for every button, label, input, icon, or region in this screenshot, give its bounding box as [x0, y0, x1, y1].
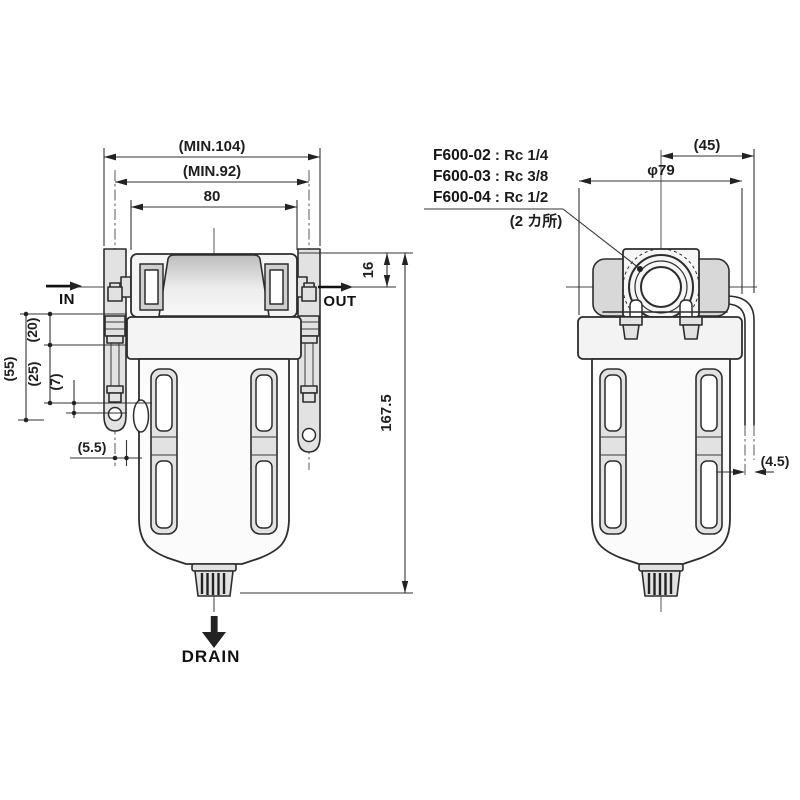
side-bolts [619, 316, 703, 340]
port-note-leader-line [424, 208, 643, 272]
dim-16-label: 16 [360, 262, 377, 279]
dim-dia79-label: φ79 [647, 162, 674, 179]
drain-label: DRAIN [182, 647, 241, 666]
dim-4-5-label: (4.5) [761, 453, 790, 469]
side-sight-slots [599, 368, 723, 535]
port-thread-circle [622, 248, 700, 326]
port-note: F600-02 : Rc 1/4 F600-03 : Rc 3/8 F600-0… [424, 147, 643, 272]
dim-45-label: (45) [694, 137, 721, 154]
out-label: OUT [323, 293, 356, 310]
front-view: DRAIN IN OUT (MIN.104) (MIN.92) [1, 138, 413, 666]
port-note-suffix: (2 カ所) [510, 213, 563, 230]
side-collar [577, 316, 743, 360]
dim-min92-label: (MIN.92) [183, 163, 241, 180]
port-note-line-3: F600-04 : Rc 1/2 [433, 189, 548, 206]
front-drain-knob [191, 563, 237, 597]
dim-5-5-label: (5.5) [78, 439, 107, 455]
front-left-fasteners [104, 282, 126, 403]
port-bore-circle [640, 266, 682, 308]
dim-25-label: (25) [25, 362, 41, 387]
side-bowl [591, 358, 731, 565]
side-dimensions: (45) φ79 (4.5) [578, 137, 790, 476]
dim-80-label: 80 [204, 188, 221, 205]
drain-direction-arrow [202, 598, 226, 648]
front-dimensions: (MIN.104) (MIN.92) 80 16 167.5 [1, 138, 413, 594]
dim-7-label: (7) [47, 373, 63, 390]
dim-167-5-label: 167.5 [378, 394, 395, 432]
dim-min104-label: (MIN.104) [179, 138, 246, 155]
side-view: (45) φ79 (4.5) F600-02 : Rc 1/4 F600-03 … [424, 137, 789, 612]
dim-55-label: (55) [1, 357, 17, 382]
front-collar [126, 316, 302, 360]
front-head [130, 253, 298, 318]
in-label: IN [59, 291, 75, 308]
in-direction-arrow [46, 281, 82, 291]
front-bowl [132, 358, 290, 565]
side-head [592, 248, 730, 326]
dim-20-label: (20) [24, 318, 40, 343]
side-drain-knob [638, 563, 684, 597]
bowl-latch [132, 399, 150, 433]
front-sight-slots [150, 368, 278, 535]
port-note-line-1: F600-02 : Rc 1/4 [433, 147, 549, 164]
out-direction-arrow [318, 282, 353, 292]
port-note-line-2: F600-03 : Rc 3/8 [433, 168, 548, 185]
